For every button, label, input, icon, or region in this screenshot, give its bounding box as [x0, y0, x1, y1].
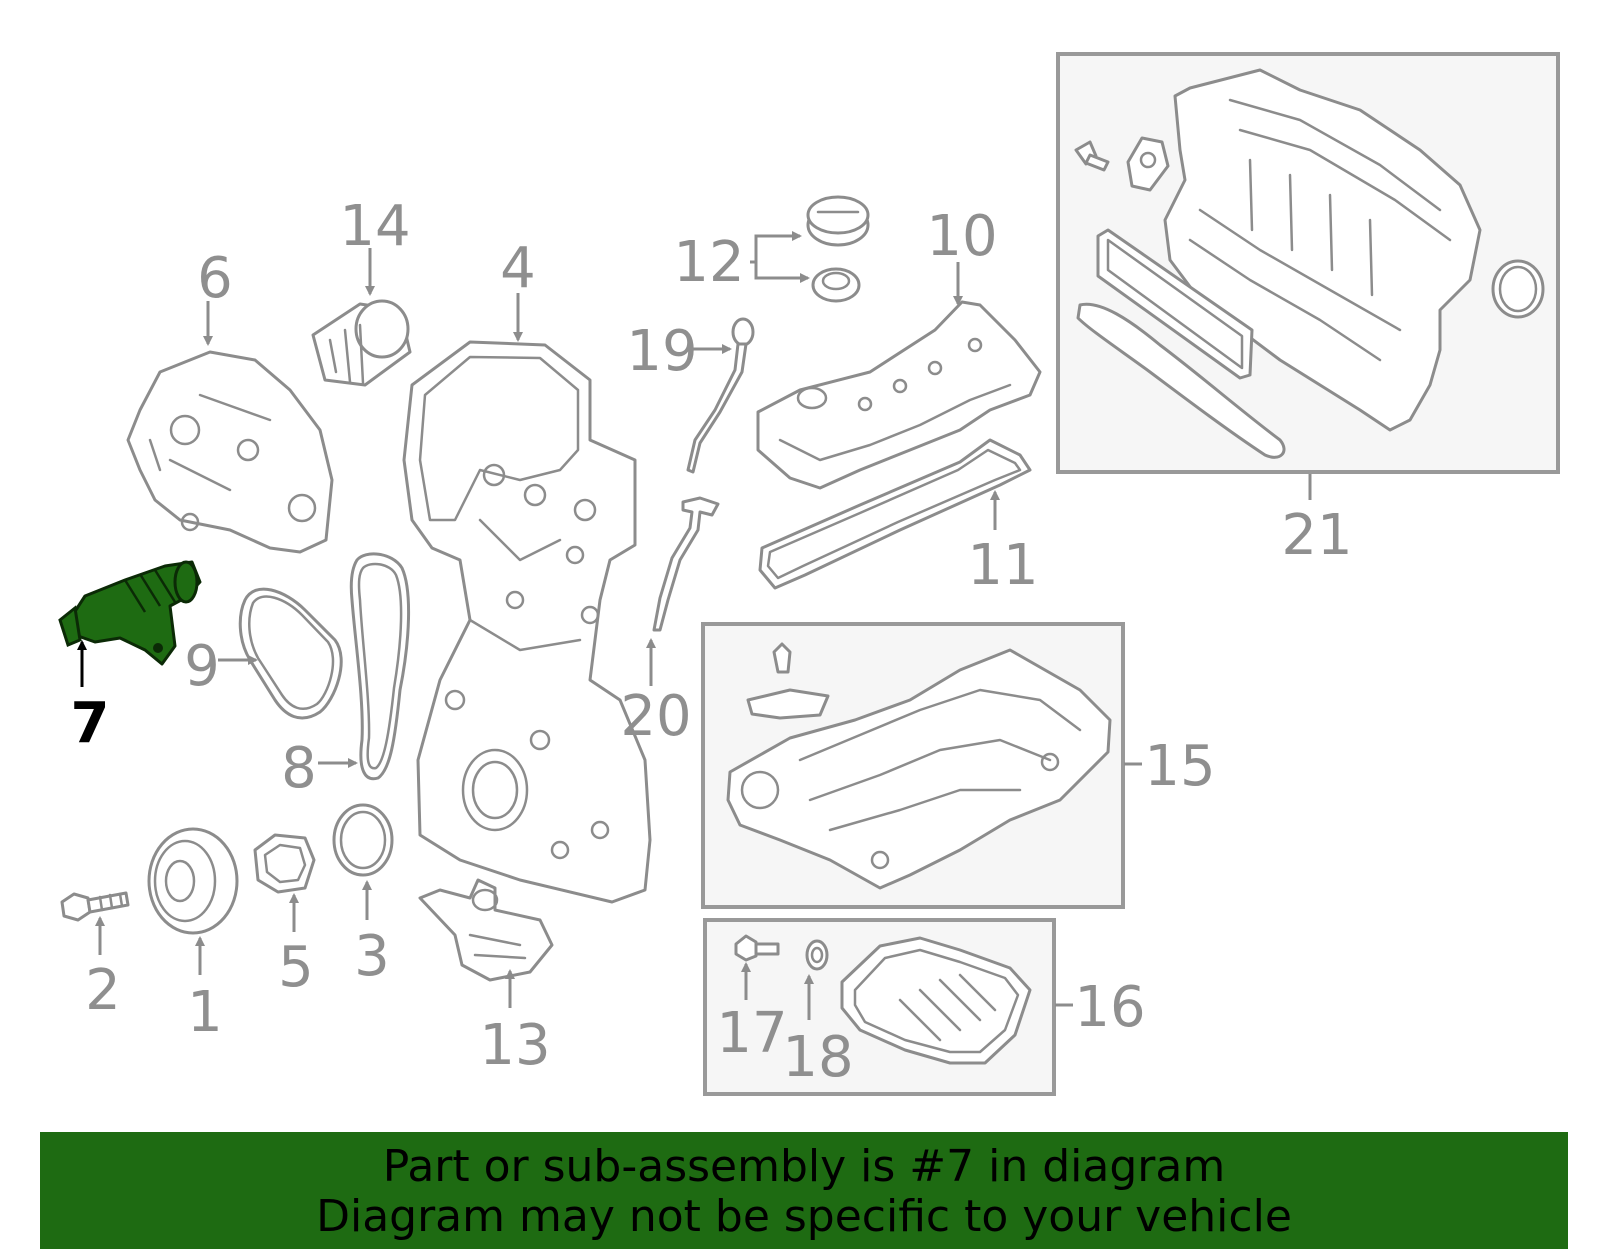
- part-oring-3[interactable]: [332, 803, 394, 877]
- callout-12: 12: [673, 230, 744, 295]
- footer-line-1: Part or sub-assembly is #7 in diagram: [382, 1141, 1226, 1192]
- callout-13: 13: [479, 1013, 550, 1078]
- part-drain-bolt[interactable]: [734, 934, 780, 962]
- part-seal-5[interactable]: [253, 833, 316, 894]
- leader-lines: [77, 231, 1312, 1020]
- part-crank-pulley[interactable]: [147, 827, 239, 935]
- footer-line-2: Diagram may not be specific to your vehi…: [316, 1191, 1292, 1242]
- callout-7: 7: [71, 691, 110, 756]
- part-chain-8[interactable]: [349, 552, 411, 781]
- callout-2: 2: [85, 958, 121, 1023]
- part-intake-manifold[interactable]: [1074, 68, 1545, 459]
- callout-4: 4: [500, 236, 536, 301]
- part-chain-9[interactable]: [238, 587, 343, 720]
- callout-11: 11: [967, 533, 1038, 598]
- callout-19: 19: [626, 319, 697, 384]
- part-drain-washer[interactable]: [805, 939, 829, 971]
- callout-15: 15: [1144, 734, 1215, 799]
- part-dipstick-tube[interactable]: [652, 496, 720, 632]
- callout-3: 3: [354, 924, 390, 989]
- callout-8: 8: [281, 736, 317, 801]
- callout-21: 21: [1281, 503, 1352, 568]
- callout-10: 10: [926, 204, 997, 269]
- part-oil-cap[interactable]: [806, 195, 870, 247]
- part-front-cover[interactable]: [402, 340, 652, 904]
- part-cap-gasket[interactable]: [811, 267, 861, 303]
- part-bolt-2[interactable]: [60, 891, 130, 922]
- part-oil-filter[interactable]: [311, 299, 412, 387]
- part-valve-cover[interactable]: [756, 300, 1042, 490]
- callout-5: 5: [278, 935, 314, 1000]
- callout-1: 1: [187, 980, 223, 1045]
- callout-labels: 6 14 4 7 9 8 1 2 5 3 13 19 20 12 10 11 2…: [71, 194, 1353, 1090]
- callout-17: 17: [716, 1001, 787, 1066]
- footer-banner: Part or sub-assembly is #7 in diagram Di…: [40, 1132, 1568, 1249]
- callout-20: 20: [620, 684, 691, 749]
- callout-6: 6: [197, 246, 233, 311]
- part-lower-oil-pan[interactable]: [840, 936, 1032, 1065]
- part-valve-gasket[interactable]: [758, 438, 1032, 590]
- part-oil-strainer[interactable]: [418, 878, 554, 982]
- part-dipstick[interactable]: [686, 317, 755, 474]
- callout-9: 9: [184, 634, 220, 699]
- part-7-solenoid[interactable]: [58, 560, 202, 666]
- part-upper-oil-pan[interactable]: [726, 642, 1112, 890]
- callout-18: 18: [782, 1025, 853, 1090]
- part-timing-cover[interactable]: [126, 350, 334, 554]
- callout-14: 14: [339, 194, 410, 259]
- callout-16: 16: [1074, 975, 1145, 1040]
